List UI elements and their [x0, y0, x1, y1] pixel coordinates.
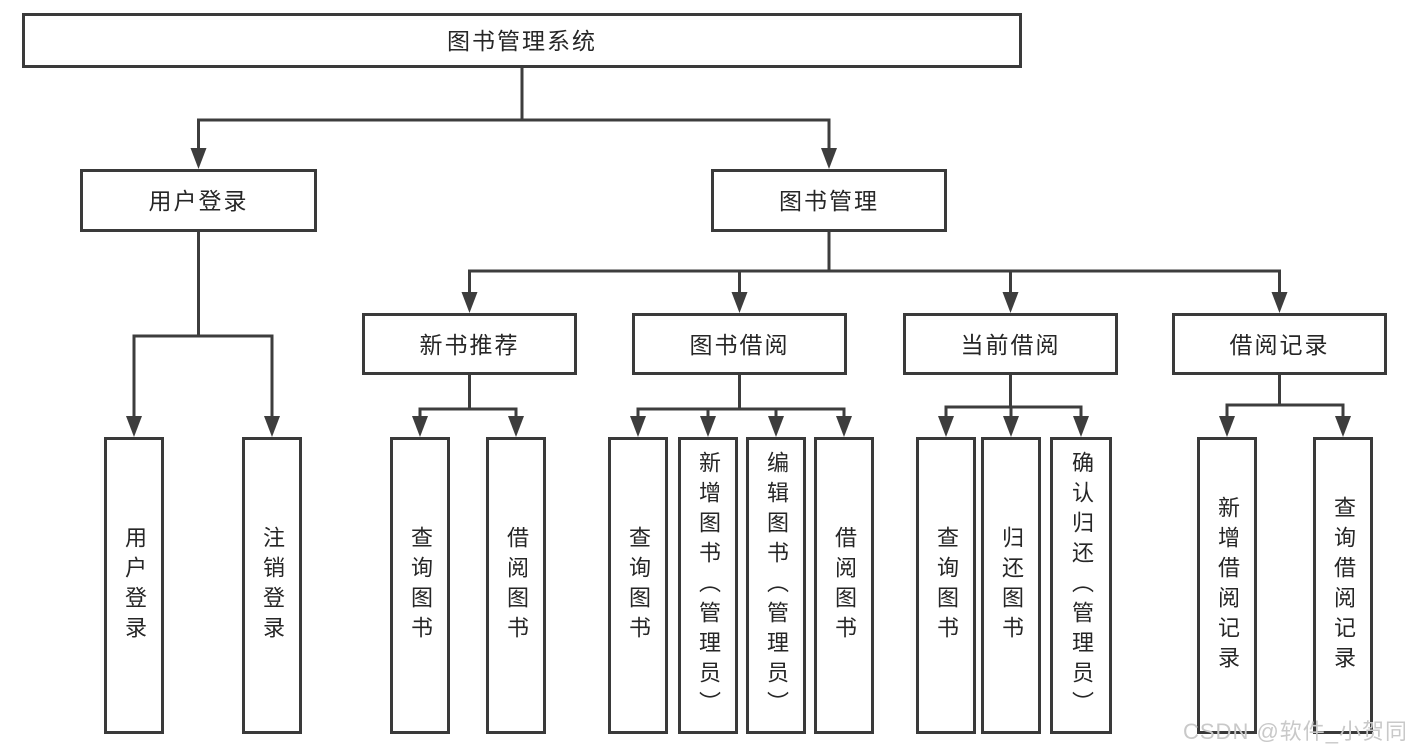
arrowhead: [731, 292, 748, 313]
leaf-records-query-record: 查询借阅记录: [1313, 437, 1373, 734]
connector-current-borrow-children: [944, 373, 1083, 422]
leaf-records-add-record: 新增借阅记录: [1197, 437, 1257, 734]
leaf-logout-label: 注销登录: [260, 525, 285, 646]
arrowhead: [126, 416, 142, 437]
arrowhead: [1219, 416, 1235, 437]
leaf-current-query-books: 查询图书: [916, 437, 976, 734]
node-root-label: 图书管理系统: [447, 28, 597, 54]
node-book-management-label: 图书管理: [779, 188, 879, 214]
node-user-login-label: 用户登录: [148, 188, 249, 214]
leaf-borrow-add-books-admin: 新增图书（管理员）: [678, 437, 738, 734]
leaf-newrec-borrow-books: 借阅图书: [486, 437, 546, 734]
leaf-current-return-books: 归还图书: [981, 437, 1041, 734]
leaf-newrec-query-books: 查询图书: [390, 437, 450, 734]
arrowhead: [1271, 292, 1288, 313]
leaf-current-confirm-return-admin-label: 确认归还（管理员）: [1069, 450, 1094, 721]
connector-book-borrow-children: [636, 373, 846, 422]
leaf-borrow-query-books: 查询图书: [608, 437, 668, 734]
leaf-borrow-add-books-admin-label: 新增图书（管理员）: [696, 450, 721, 721]
leaf-newrec-query-books-label: 查询图书: [408, 525, 433, 646]
arrowhead: [1073, 416, 1089, 437]
leaf-records-add-record-label: 新增借阅记录: [1215, 495, 1240, 676]
connector-user-login-children: [132, 230, 274, 422]
leaf-borrow-borrow-books-label: 借阅图书: [832, 525, 857, 646]
arrowhead: [821, 148, 837, 169]
leaf-user-login: 用户登录: [104, 437, 164, 734]
node-new-book-recommend: 新书推荐: [362, 313, 577, 375]
node-book-management: 图书管理: [711, 169, 947, 232]
arrowhead: [412, 416, 428, 437]
connector-book-management-children: [468, 230, 1281, 298]
node-new-book-recommend-label: 新书推荐: [419, 331, 520, 358]
arrowhead: [1002, 292, 1019, 313]
leaf-logout: 注销登录: [242, 437, 302, 734]
node-current-borrow-label: 当前借阅: [960, 331, 1061, 358]
node-book-borrow-label: 图书借阅: [689, 331, 790, 358]
leaf-current-confirm-return-admin: 确认归还（管理员）: [1050, 437, 1112, 734]
node-book-borrow: 图书借阅: [632, 313, 847, 375]
connector-root-to-level2: [197, 64, 831, 154]
arrowhead: [700, 416, 716, 437]
leaf-borrow-edit-books-admin-label: 编辑图书（管理员）: [764, 450, 789, 721]
leaf-records-query-record-label: 查询借阅记录: [1331, 495, 1356, 676]
node-root: 图书管理系统: [22, 13, 1022, 68]
leaf-user-login-label: 用户登录: [122, 525, 147, 646]
arrowhead: [938, 416, 954, 437]
arrowhead: [264, 416, 280, 437]
arrowhead: [508, 416, 524, 437]
arrowhead: [190, 148, 207, 169]
arrowhead: [1335, 416, 1351, 437]
arrowhead: [630, 416, 646, 437]
leaf-borrow-edit-books-admin: 编辑图书（管理员）: [746, 437, 806, 734]
leaf-current-query-books-label: 查询图书: [934, 525, 959, 646]
connector-borrow-records-children: [1225, 373, 1345, 422]
leaf-newrec-borrow-books-label: 借阅图书: [504, 525, 529, 646]
arrowhead: [768, 416, 784, 437]
leaf-current-return-books-label: 归还图书: [999, 525, 1024, 646]
arrowhead: [836, 416, 852, 437]
node-user-login: 用户登录: [80, 169, 317, 232]
node-borrow-records-label: 借阅记录: [1229, 331, 1330, 358]
leaf-borrow-query-books-label: 查询图书: [626, 525, 651, 646]
watermark-text: CSDN @软件_小贺同学: [1183, 719, 1405, 744]
node-borrow-records: 借阅记录: [1172, 313, 1387, 375]
connector-new-book-recommend-children: [418, 373, 518, 422]
arrowhead: [1003, 416, 1019, 437]
leaf-borrow-borrow-books: 借阅图书: [814, 437, 874, 734]
node-current-borrow: 当前借阅: [903, 313, 1118, 375]
arrowhead: [461, 292, 478, 313]
